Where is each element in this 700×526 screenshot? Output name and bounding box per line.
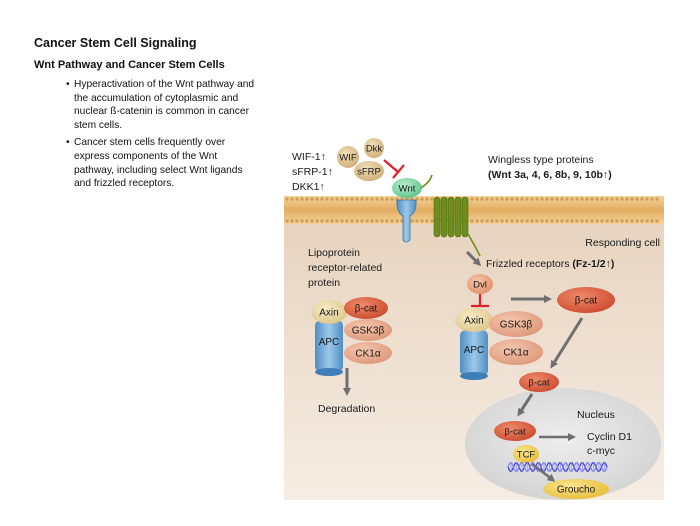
dvl-molecule: Dvl: [467, 274, 493, 294]
frizzled-receptor: [433, 196, 481, 257]
apc-cylinder: [315, 320, 343, 372]
ck1a-oval-right: [489, 339, 543, 365]
axin-oval-right: [455, 308, 493, 332]
cyto-bcat-label: β-cat: [528, 378, 550, 389]
axin-label-right: Axin: [464, 316, 483, 327]
target-c-myc: c-myc: [587, 445, 615, 457]
inhibitor-label-wif1: WIF-1↑: [292, 151, 326, 163]
arrow-to-groucho: [531, 462, 556, 482]
responding-cell-label: Responding cell: [585, 237, 660, 249]
tcf-label: TCF: [517, 450, 536, 461]
axin-oval: [311, 300, 347, 324]
apc-cylinder-right: [460, 330, 488, 376]
dkk-molecule: Dkk: [364, 138, 384, 158]
cyto-beta-catenin: β-cat: [519, 372, 559, 392]
lrp-label-line1: Lipoprotein: [308, 247, 360, 259]
gsk3b-oval: [344, 319, 392, 341]
frizzled-label: Frizzled receptors (Fz-1/2↑): [486, 258, 614, 270]
axin-label: Axin: [319, 308, 338, 319]
nuclear-bcat-label: β-cat: [504, 427, 526, 438]
destruction-complex-left: APC Axin β-cat GSK3β CK1α: [311, 297, 392, 376]
arrow-to-frizzled: [465, 250, 482, 267]
bullet-item: Cancer stem cells frequently over expres…: [66, 136, 256, 190]
beta-catenin-label: β-cat: [355, 304, 378, 315]
ck1a-label-right: CK1α: [503, 348, 528, 359]
frizzled-label-bold: (Fz-1/2↑): [572, 258, 614, 270]
cell-membrane: [284, 196, 664, 224]
wif-label: WIF: [339, 153, 357, 164]
sfrp-molecule: sFRP: [354, 161, 384, 181]
frizzled-label-text: Frizzled receptors: [486, 258, 572, 270]
destruction-complex-right: APC Axin GSK3β CK1α: [455, 308, 543, 380]
nuclear-beta-catenin: β-cat: [494, 421, 536, 441]
beta-catenin-oval: [344, 297, 388, 319]
dvl-block-line: [471, 294, 489, 308]
arrow-to-cyto-bcat: [550, 317, 584, 369]
slide-subtitle: Wnt Pathway and Cancer Stem Cells: [34, 59, 225, 71]
free-beta-catenin: β-cat: [557, 287, 615, 313]
bullet-list: Hyperactivation of the Wnt pathway and t…: [58, 78, 256, 195]
ck1a-oval: [344, 342, 392, 364]
wingless-list: (Wnt 3a, 4, 6, 8b, 9, 10b↑): [488, 169, 612, 181]
lrp-receptor: [396, 199, 417, 243]
wnt-label: Wnt: [399, 184, 416, 195]
wingless-title: Wingless type proteins: [488, 154, 594, 166]
free-bcat-label: β-cat: [575, 296, 598, 307]
arrow-into-nucleus: [517, 393, 534, 417]
groucho-label: Groucho: [557, 485, 596, 496]
inhibitor-label-dkk1: DKK1↑: [292, 181, 325, 193]
nucleus-label: Nucleus: [577, 409, 615, 421]
gsk3b-label-right: GSK3β: [500, 320, 533, 331]
inhibitor-label-sfrp1: sFRP-1↑: [292, 166, 333, 178]
ck1a-label: CK1α: [355, 349, 380, 360]
wif-molecule: WIF: [337, 146, 359, 168]
slide-title: Cancer Stem Cell Signaling: [34, 36, 197, 50]
nucleus: [465, 388, 661, 500]
wnt-ligand: Wnt: [392, 178, 422, 198]
gsk3b-label: GSK3β: [352, 326, 385, 337]
bullet-item: Hyperactivation of the Wnt pathway and t…: [66, 78, 256, 132]
degradation-label: Degradation: [318, 403, 375, 415]
tcf-molecule: TCF: [513, 445, 539, 463]
inhibitor-block-line: [383, 159, 405, 179]
lrp-label-line3: protein: [308, 277, 340, 289]
wnt-tether: [420, 174, 433, 189]
sfrp-label: sFRP: [357, 167, 381, 178]
apc-label: APC: [319, 337, 340, 348]
dvl-label: Dvl: [473, 280, 487, 291]
dkk-label: Dkk: [366, 144, 383, 155]
apc-label-right: APC: [464, 345, 485, 356]
lrp-label-line2: receptor-related: [308, 262, 382, 274]
groucho-molecule: Groucho: [543, 479, 609, 499]
target-cyclin-d1: Cyclin D1: [587, 431, 632, 443]
gsk3b-oval-right: [489, 311, 543, 337]
